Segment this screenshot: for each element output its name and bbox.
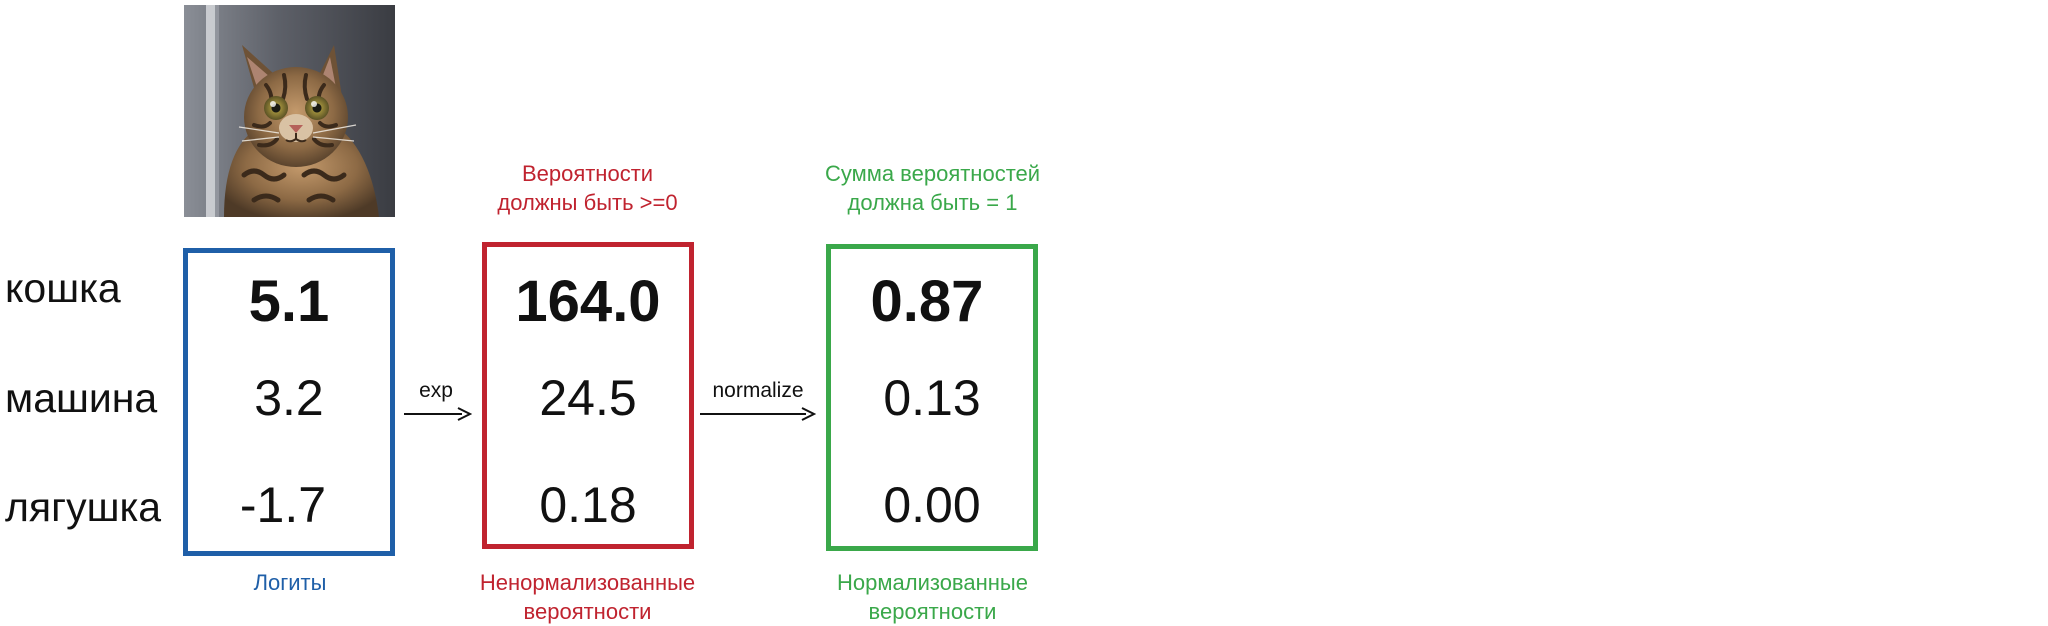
normalize-arrow-icon [700, 407, 816, 421]
row-label-frog: лягушка [5, 484, 162, 530]
logits-caption: Логиты [253, 570, 327, 595]
cat-photo [184, 5, 395, 217]
unnormalized-value-cat: 164.0 [515, 269, 661, 334]
unnormalized-top-caption-line1: Вероятности [521, 161, 654, 186]
unnormalized-top-caption-line2: должны быть >=0 [497, 190, 678, 215]
unnormalized-value-car: 24.5 [539, 370, 637, 426]
normalized-top-caption-line2: должна быть = 1 [847, 190, 1018, 215]
unnormalized-caption: Ненормализованные вероятности [430, 568, 745, 626]
row-label-cat: кошка [5, 265, 121, 311]
row-label-car: машина [5, 375, 158, 421]
unnormalized-caption-line1: Ненормализованные [479, 570, 696, 595]
normalized-value-cat: 0.87 [870, 269, 984, 334]
normalized-caption-line2: вероятности [868, 599, 997, 624]
unnormalized-value-frog: 0.18 [539, 477, 637, 533]
exp-arrow-icon [404, 407, 472, 421]
normalized-value-car: 0.13 [883, 370, 981, 426]
normalized-value-frog: 0.00 [883, 477, 981, 533]
normalized-top-caption-line1: Сумма вероятностей [824, 161, 1041, 186]
logits-box: 5.1 3.2 -1.7 [183, 248, 395, 556]
normalized-top-caption: Сумма вероятностей должна быть = 1 [775, 159, 1090, 217]
normalized-box: 0.87 0.13 0.00 [826, 244, 1038, 551]
exp-label: exp [419, 379, 453, 402]
unnormalized-caption-line2: вероятности [523, 599, 652, 624]
logit-value-frog: -1.7 [239, 477, 327, 533]
logit-value-cat: 5.1 [248, 269, 330, 334]
unnormalized-box: 164.0 24.5 0.18 [482, 242, 694, 549]
normalize-label: normalize [712, 379, 804, 402]
unnormalized-top-caption: Вероятности должны быть >=0 [430, 159, 745, 217]
logit-value-car: 3.2 [254, 370, 324, 426]
normalized-caption: Нормализованные вероятности [775, 568, 1090, 626]
normalized-caption-line1: Нормализованные [837, 570, 1028, 595]
